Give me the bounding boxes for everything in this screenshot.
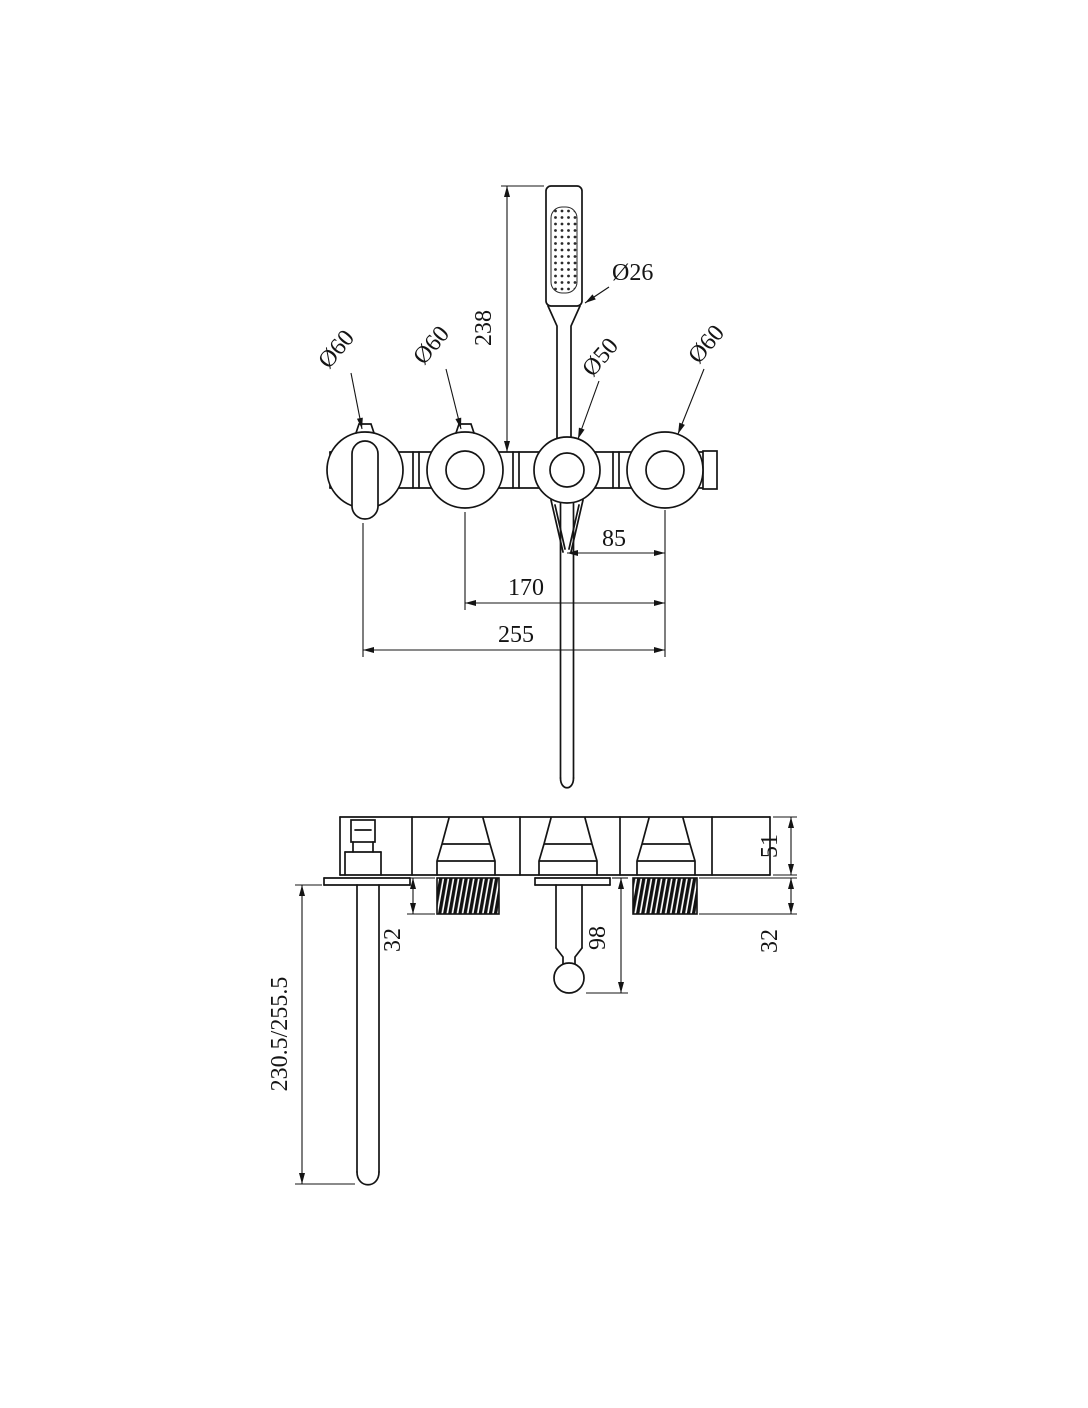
dim-255-label: 255 bbox=[498, 622, 534, 648]
dia-60-right-callout: Ø60 bbox=[677, 320, 730, 435]
knurled-handle-left bbox=[436, 877, 500, 915]
dim-32-left-label: 32 bbox=[380, 928, 406, 952]
dim-238: 238 bbox=[471, 185, 544, 452]
left-handle-circle bbox=[326, 423, 404, 520]
dim-51-label: 51 bbox=[757, 834, 783, 858]
knurled-handle-right bbox=[632, 877, 698, 915]
dim-255: 255 bbox=[362, 523, 665, 657]
dim-98-label: 98 bbox=[585, 926, 611, 950]
spout-bracket bbox=[344, 819, 382, 876]
knob-profile-right bbox=[636, 817, 696, 876]
dim-85-label: 85 bbox=[602, 526, 626, 552]
dim-spout-length: 230.5/255.5 bbox=[267, 884, 355, 1185]
bath-spout bbox=[323, 877, 411, 1186]
dim-238-label: 238 bbox=[471, 310, 497, 346]
right-handle-circle bbox=[626, 431, 704, 509]
dia-26-callout: Ø26 bbox=[584, 260, 653, 304]
diverter-circle bbox=[533, 436, 601, 504]
handshower-wand bbox=[545, 185, 583, 449]
dim-32-right: 32 bbox=[699, 877, 797, 953]
dim-170: 170 bbox=[464, 512, 665, 610]
front-view: 238 Ø26 Ø60 Ø60 Ø50 Ø60 85 bbox=[313, 185, 730, 789]
dia-60-left-callout: Ø60 bbox=[313, 325, 363, 430]
mid-handle-circle bbox=[426, 423, 504, 509]
dim-85: 85 bbox=[567, 510, 666, 657]
pull-knob bbox=[553, 962, 585, 994]
dia-50-callout: Ø50 bbox=[577, 333, 624, 440]
dim-32-left: 32 bbox=[380, 877, 435, 952]
dia-60-mid-label: Ø60 bbox=[408, 321, 454, 369]
dia-60-right-label: Ø60 bbox=[683, 320, 729, 368]
dim-170-label: 170 bbox=[508, 575, 544, 601]
dim-spout-length-label: 230.5/255.5 bbox=[267, 977, 293, 1092]
bar-end-fitting bbox=[702, 450, 718, 490]
dim-98: 98 bbox=[585, 877, 628, 994]
knob-profile-mid bbox=[538, 817, 598, 876]
dia-60-mid-callout: Ø60 bbox=[408, 321, 462, 430]
spout-front-profile bbox=[351, 440, 379, 520]
shower-hose bbox=[550, 499, 584, 789]
knob-profile-left bbox=[436, 817, 496, 876]
dim-32-right-label: 32 bbox=[757, 929, 783, 953]
dia-50-label: Ø50 bbox=[577, 333, 623, 381]
dia-26-label: Ø26 bbox=[612, 260, 653, 286]
body-strip bbox=[339, 816, 771, 876]
side-view: 51 32 98 32 230.5/255.5 bbox=[267, 816, 797, 1186]
dim-51: 51 bbox=[757, 816, 797, 876]
dia-60-left-label: Ø60 bbox=[313, 325, 359, 373]
diverter-stem bbox=[534, 877, 611, 994]
